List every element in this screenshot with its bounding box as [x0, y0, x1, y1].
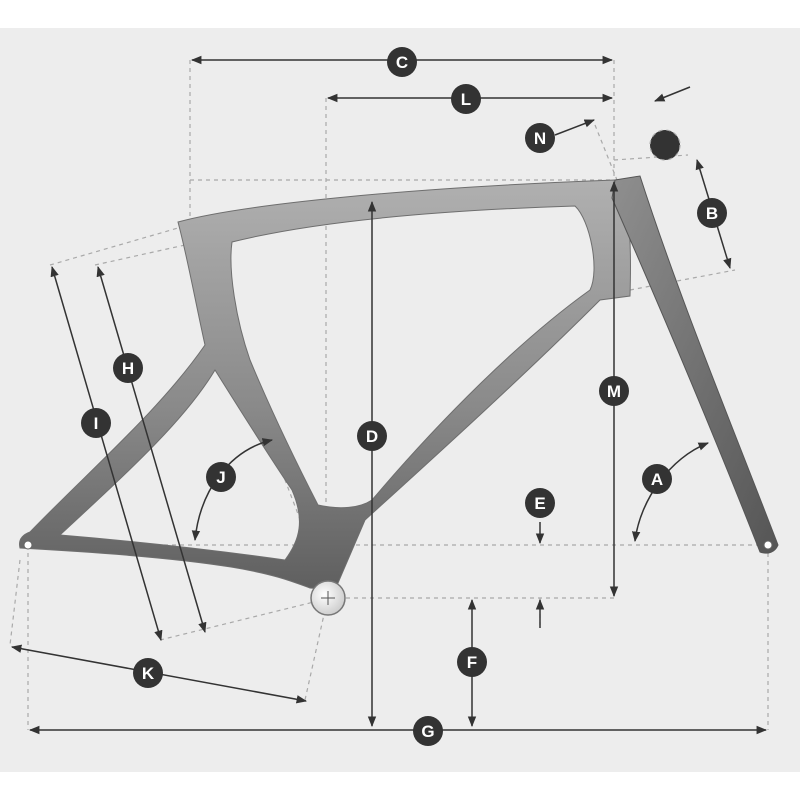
badge-H-circle — [113, 353, 143, 383]
badge-K: K — [133, 658, 163, 688]
badge-L-text: L — [461, 90, 471, 109]
badge-M-text: M — [607, 382, 621, 401]
badge-B-text: B — [706, 204, 718, 223]
badge-I: I — [81, 408, 111, 438]
dim-N-line — [554, 119, 595, 136]
badge-I-circle — [81, 408, 111, 438]
dim-N2-line — [654, 86, 691, 102]
badge-F-circle — [457, 647, 487, 677]
badge-L-circle — [451, 84, 481, 114]
badge-E-text: E — [534, 494, 545, 513]
badge-H: H — [113, 353, 143, 383]
badge-C-text: C — [396, 53, 408, 72]
fork — [611, 175, 779, 554]
badge-N-text: N — [534, 129, 546, 148]
badge-G-circle — [413, 716, 443, 746]
badge-M: M — [599, 376, 629, 406]
background-panel — [0, 28, 800, 772]
badge-N-circle — [525, 123, 555, 153]
badge-K-text: K — [142, 664, 155, 683]
badge-D-circle — [357, 421, 387, 451]
badge-F-text: F — [467, 653, 477, 672]
badge-B-circle — [697, 198, 727, 228]
badge-D: D — [357, 421, 387, 451]
badge-E: E — [525, 488, 555, 518]
badge-C: C — [387, 47, 417, 77]
badge-I-text: I — [94, 414, 99, 433]
badge-A-text: A — [651, 470, 663, 489]
badge-A-circle — [642, 464, 672, 494]
rear-dropout — [23, 540, 33, 550]
dim-I-line — [50, 265, 163, 642]
front-dropout — [763, 540, 773, 550]
badge-K-circle — [133, 658, 163, 688]
badge-J-text: J — [216, 468, 225, 487]
badge-D-text: D — [366, 427, 378, 446]
badge-M-circle — [599, 376, 629, 406]
badge-B: B — [697, 198, 727, 228]
headset-reference-circle — [649, 129, 681, 161]
badge-J-circle — [206, 462, 236, 492]
badge-L: L — [451, 84, 481, 114]
badge-E-circle — [525, 488, 555, 518]
badge-H-text: H — [122, 359, 134, 378]
badge-J: J — [206, 462, 236, 492]
badge-G-text: G — [421, 722, 434, 741]
badge-C-circle — [387, 47, 417, 77]
badge-G: G — [413, 716, 443, 746]
badge-A: A — [642, 464, 672, 494]
badge-F: F — [457, 647, 487, 677]
badge-N: N — [525, 123, 555, 153]
